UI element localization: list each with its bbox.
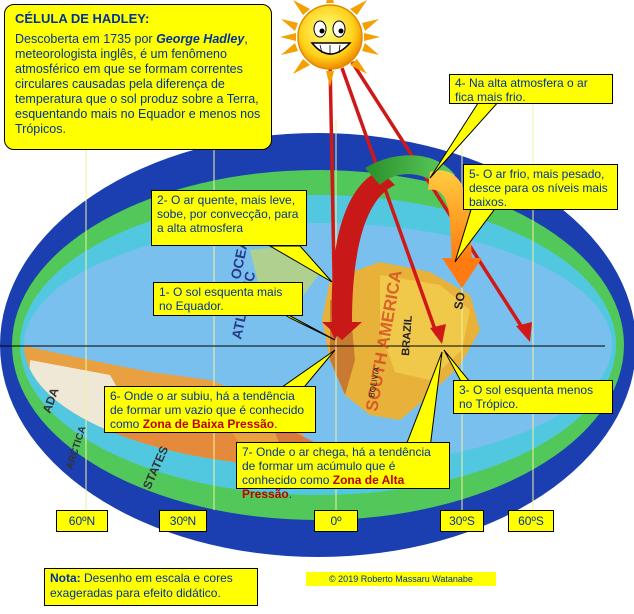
step-4-callout: 4- Na alta atmosfera o ar fica mais frio…	[449, 74, 613, 104]
low-pressure-zone: Zona de Baixa Pressão	[142, 417, 275, 431]
descending-air-arrowhead	[442, 258, 482, 288]
latitude-label-0: 0º	[314, 510, 358, 532]
intro-box: CÉLULA DE HADLEY: Descoberta em 1735 por…	[4, 4, 272, 150]
rising-air-arrowhead	[322, 322, 362, 340]
map-label-brazil: BRAZIL	[400, 315, 415, 356]
note-label: Nota:	[50, 571, 81, 585]
note-text: Desenho em escala e cores exageradas par…	[50, 571, 233, 600]
intro-text: Descoberta em 1735 por George Hadley, me…	[15, 32, 261, 136]
step-3-callout: 3- O sol esquenta menos no Trópico.	[453, 380, 613, 414]
step-1-callout: 1- O sol esquenta mais no Equador.	[153, 282, 303, 316]
copyright: © 2019 Roberto Massaru Watanabe	[306, 572, 496, 586]
latitude-label-30n: 30ºN	[159, 510, 207, 532]
latitude-label-30s: 30ºS	[440, 510, 484, 532]
step-2-callout: 2- O ar quente, mais leve, sobe, por con…	[151, 190, 307, 246]
pointer-step2	[268, 245, 333, 283]
intro-title: CÉLULA DE HADLEY:	[15, 11, 150, 26]
step-5-callout: 5- O ar frio, mais pesado, desce para os…	[463, 164, 618, 210]
step-7-callout: 7- Onde o ar chega, há a tendência de fo…	[236, 442, 450, 501]
descending-air-arrow	[428, 170, 472, 262]
george-hadley-name: George Hadley	[156, 32, 245, 46]
map-label-so: SO	[451, 291, 468, 311]
latitude-label-60n: 60ºN	[56, 510, 108, 532]
latitude-label-60s: 60ºS	[508, 510, 554, 532]
high-pressure-zone: Zona de Alta Pressão	[242, 473, 405, 501]
rising-air-arrow	[331, 170, 395, 322]
ray-arrowhead-60s	[516, 322, 532, 342]
step-6-callout: 6- Onde o ar subiu, há a tendência de fo…	[104, 386, 316, 433]
note-box: Nota: Desenho em escala e cores exagerad…	[44, 568, 258, 606]
ray-arrowhead-tropic	[430, 324, 446, 344]
sun-icon	[280, 0, 380, 87]
